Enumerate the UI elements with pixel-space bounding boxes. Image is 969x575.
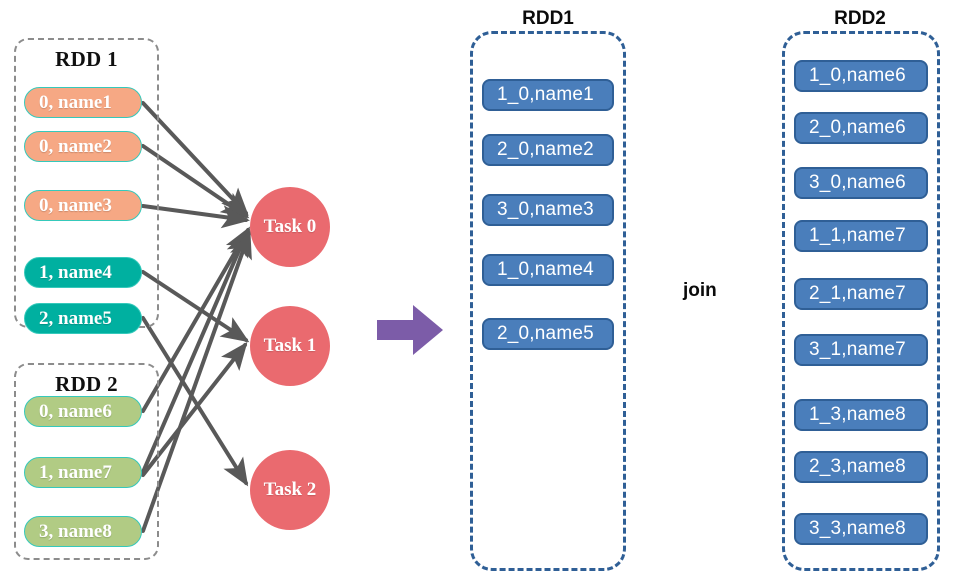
result-chip-rdd2-2[interactable]: 3_0,name6 [794,167,928,199]
result-chip-rdd2-7[interactable]: 2_3,name8 [794,451,928,483]
source-chip-name4[interactable]: 1, name4 [24,257,142,288]
rdd2-result-panel [782,31,940,571]
result-chip-rdd2-8[interactable]: 3_3,name8 [794,513,928,545]
rdd1-result-title: RDD1 [522,8,574,29]
source-chip-name5[interactable]: 2, name5 [24,303,142,334]
rdd2-result-title: RDD2 [834,8,886,29]
source-chip-name1[interactable]: 0, name1 [24,87,142,118]
result-chip-rdd2-1[interactable]: 2_0,name6 [794,112,928,144]
result-chip-rdd2-4[interactable]: 2_1,name7 [794,278,928,310]
result-chip-rdd2-5[interactable]: 3_1,name7 [794,334,928,366]
result-chip-rdd1-2[interactable]: 3_0,name3 [482,194,614,226]
result-chip-rdd1-4[interactable]: 2_0,name5 [482,318,614,350]
result-chip-rdd2-6[interactable]: 1_3,name8 [794,399,928,431]
rdd-2-title: RDD 2 [55,372,118,396]
rdd-2-group: RDD 2 [14,363,159,560]
right-arrow-icon [377,305,443,355]
task-circle-0[interactable]: Task 0 [250,187,330,267]
join-label: join [683,280,717,301]
source-chip-name8[interactable]: 3, name8 [24,516,142,547]
result-chip-rdd1-0[interactable]: 1_0,name1 [482,79,614,111]
source-chip-name2[interactable]: 0, name2 [24,131,142,162]
rdd1-result-panel [470,31,626,571]
rdd-1-title: RDD 1 [55,47,118,71]
task-circle-1[interactable]: Task 1 [250,306,330,386]
source-chip-name6[interactable]: 0, name6 [24,396,142,427]
result-chip-rdd2-3[interactable]: 1_1,name7 [794,220,928,252]
source-chip-name7[interactable]: 1, name7 [24,457,142,488]
source-chip-name3[interactable]: 0, name3 [24,190,142,221]
result-chip-rdd1-1[interactable]: 2_0,name2 [482,134,614,166]
result-chip-rdd1-3[interactable]: 1_0,name4 [482,254,614,286]
task-circle-2[interactable]: Task 2 [250,450,330,530]
result-chip-rdd2-0[interactable]: 1_0,name6 [794,60,928,92]
